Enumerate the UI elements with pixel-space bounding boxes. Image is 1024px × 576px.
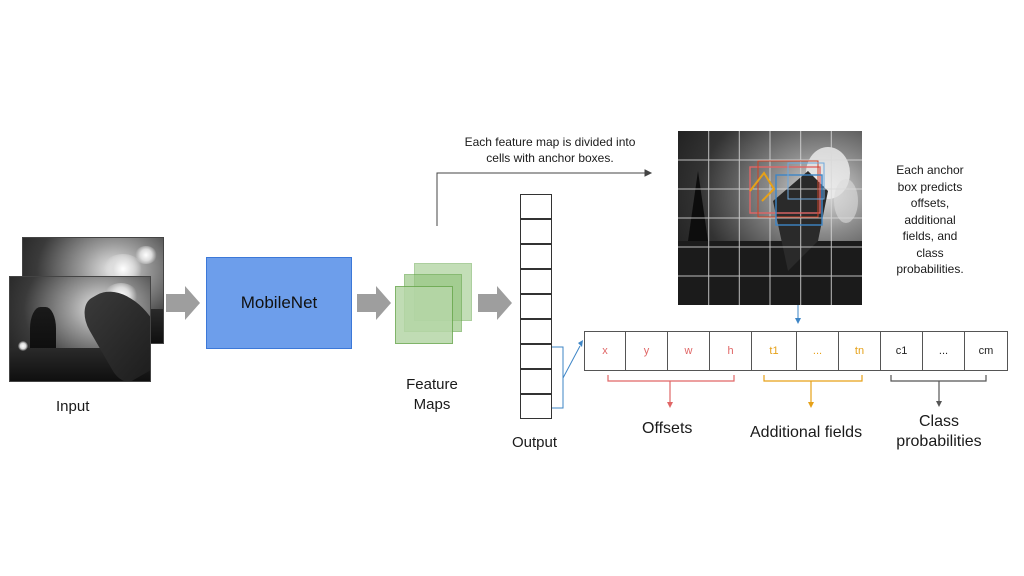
class-probabilities-line1: Class	[918, 413, 959, 430]
top-annotation-line1: Each feature map is divided into	[464, 135, 636, 149]
top-annotation-line2: cells with anchor boxes.	[486, 151, 614, 165]
vector-cell-h: h	[709, 331, 752, 371]
right-annotation-line: Each anchor	[896, 163, 964, 177]
output-cell	[520, 319, 552, 344]
feature-map-front	[395, 286, 453, 344]
right-annotation-line: class	[916, 245, 944, 260]
vector-cell-c1: c1	[880, 331, 923, 371]
annotation-arrow-top	[436, 169, 653, 226]
input-label: Input	[56, 398, 90, 415]
vector-cell-x: x	[584, 331, 626, 371]
bracket-additional-fields	[763, 375, 863, 408]
mobilenet-label: MobileNet	[240, 293, 318, 312]
class-probabilities-label: Class probabilities	[884, 412, 994, 452]
anchor-grid-overlay	[678, 131, 862, 305]
output-cell	[520, 244, 552, 269]
right-annotation-line: offsets,	[910, 196, 950, 210]
output-cell	[520, 394, 552, 419]
mobilenet-block: MobileNet	[206, 257, 352, 349]
output-cell	[520, 294, 552, 319]
vector-cell-cm: cm	[964, 331, 1008, 371]
input-image-front	[9, 276, 151, 382]
arrow-input-to-mobilenet	[166, 286, 200, 320]
vector-cell-w: w	[667, 331, 710, 371]
vector-cell-class-ellipsis: ...	[922, 331, 965, 371]
feature-maps-label-line2: Maps	[413, 396, 451, 413]
right-annotation-line: probabilities.	[896, 262, 964, 276]
vector-cell-fields-ellipsis: ...	[796, 331, 839, 371]
vector-cell-t1: t1	[751, 331, 797, 371]
right-annotation: Each anchor box predicts offsets, additi…	[880, 162, 980, 278]
bracket-offsets	[607, 375, 735, 408]
right-annotation-line: box predicts	[897, 179, 963, 194]
top-annotation: Each feature map is divided into cells w…	[430, 134, 670, 166]
right-annotation-line: fields, and	[902, 229, 958, 243]
vector-cell-tn: tn	[838, 331, 881, 371]
output-cell-highlighted	[520, 344, 552, 369]
output-cell	[520, 269, 552, 294]
output-label: Output	[512, 434, 558, 451]
anchor-grid-image	[678, 131, 862, 305]
arrow-feature-maps-to-output	[478, 286, 512, 320]
additional-fields-label: Additional fields	[750, 424, 863, 441]
vector-cell-y: y	[625, 331, 668, 371]
output-cell	[520, 219, 552, 244]
link-output-to-vector	[552, 340, 583, 409]
output-cell	[520, 194, 552, 219]
offsets-label: Offsets	[642, 420, 693, 437]
output-cell	[520, 369, 552, 394]
right-annotation-line: additional	[904, 212, 956, 227]
feature-maps-label-line1: Feature	[406, 376, 458, 393]
bracket-class-probabilities	[890, 375, 987, 407]
feature-maps-label: Feature Maps	[392, 375, 472, 415]
arrow-mobilenet-to-feature-maps	[357, 286, 391, 320]
class-probabilities-line2: probabilities	[896, 433, 982, 450]
